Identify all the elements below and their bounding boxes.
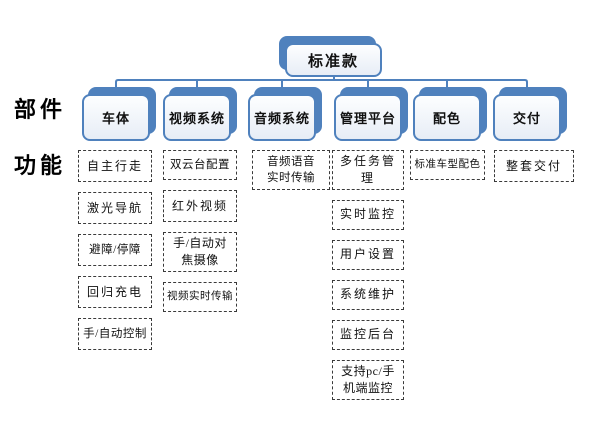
function-item: 标准车型配色	[410, 150, 485, 180]
function-column-management: 多任务管理 实时监控 用户设置 系统维护 监控后台 支持pc/手 机端监控	[332, 150, 404, 400]
function-item: 视频实时传输	[163, 282, 237, 312]
function-column-audio: 音频语音 实时传输	[252, 150, 330, 190]
category-label: 配色	[413, 94, 481, 141]
function-item: 避障/停障	[78, 234, 152, 266]
category-label: 视频系统	[163, 94, 231, 141]
category-label: 车体	[82, 94, 150, 141]
function-item: 支持pc/手 机端监控	[332, 359, 404, 400]
function-item: 激光导航	[78, 192, 152, 224]
function-item: 红外视频	[163, 190, 237, 222]
category-chassis: 车体	[82, 87, 156, 141]
function-item: 自主行走	[78, 150, 152, 182]
root-node-label: 标准款	[285, 43, 382, 77]
category-color-scheme: 配色	[413, 87, 487, 141]
function-item: 用户设置	[332, 239, 404, 270]
category-audio-system: 音频系统	[248, 87, 322, 141]
side-label-parts: 部件	[14, 97, 67, 122]
category-management-platform: 管理平台	[334, 87, 408, 141]
function-item: 音频语音 实时传输	[252, 150, 330, 190]
function-column-color: 标准车型配色	[410, 150, 485, 180]
category-label: 交付	[493, 94, 561, 141]
function-item: 手/自动控制	[78, 318, 152, 350]
side-label-functions: 功能	[14, 153, 67, 178]
function-item: 系统维护	[332, 279, 404, 310]
function-item: 多任务管理	[332, 150, 404, 190]
root-node: 标准款	[279, 36, 382, 77]
function-item: 回归充电	[78, 276, 152, 308]
category-label: 音频系统	[248, 94, 316, 141]
function-item: 监控后台	[332, 319, 404, 350]
function-column-video: 双云台配置 红外视频 手/自动对 焦摄像 视频实时传输	[163, 150, 237, 312]
function-column-delivery: 整套交付	[494, 150, 574, 182]
function-item: 手/自动对 焦摄像	[163, 232, 237, 272]
function-column-chassis: 自主行走 激光导航 避障/停障 回归充电 手/自动控制	[78, 150, 152, 350]
function-item: 整套交付	[494, 150, 574, 182]
category-video-system: 视频系统	[163, 87, 237, 141]
function-item: 实时监控	[332, 199, 404, 230]
category-label: 管理平台	[334, 94, 402, 141]
function-item: 双云台配置	[163, 150, 237, 180]
category-delivery: 交付	[493, 87, 567, 141]
